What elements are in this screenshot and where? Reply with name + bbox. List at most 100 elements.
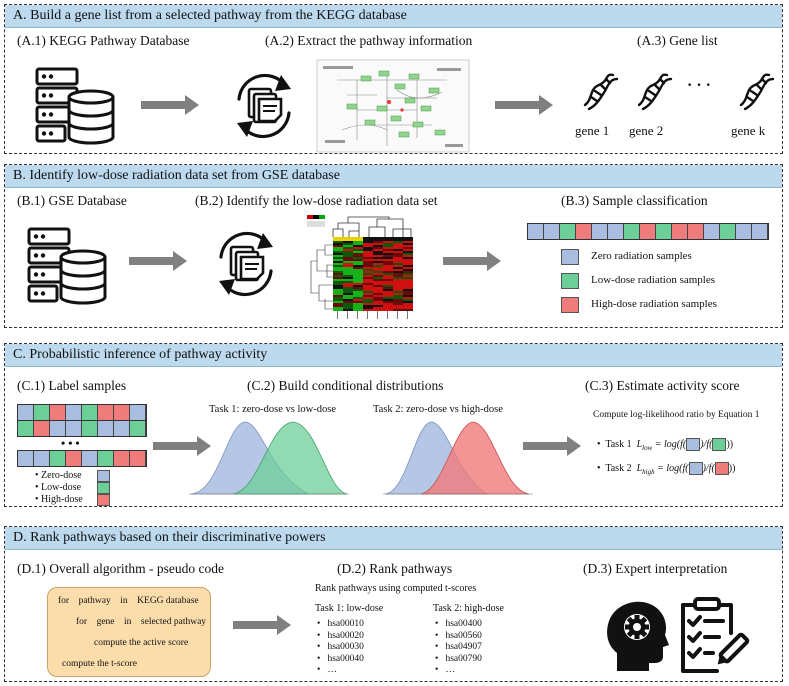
heatmap-cell bbox=[333, 281, 343, 283]
heatmap-cell bbox=[333, 249, 343, 251]
c-legend-high-label: • High-dose bbox=[35, 494, 83, 505]
heatmap-cell bbox=[383, 255, 393, 257]
heatmap-cell bbox=[383, 259, 393, 261]
heatmap-cell bbox=[353, 253, 363, 255]
heatmap-cell bbox=[383, 301, 393, 303]
heatmap-cell bbox=[393, 261, 403, 263]
heatmap-cell bbox=[343, 265, 353, 267]
heatmap-cell bbox=[343, 245, 353, 247]
arrow-d1-d2 bbox=[233, 615, 291, 635]
heatmap-cell bbox=[373, 253, 383, 255]
heatmap-cell bbox=[333, 295, 343, 297]
heatmap-cell bbox=[393, 271, 403, 273]
heatmap-cell bbox=[383, 269, 393, 271]
pseudo-code-box: for pathway in KEGG database for gene in… bbox=[47, 587, 211, 677]
heatmap-cell bbox=[373, 249, 383, 251]
heatmap-cells bbox=[333, 241, 413, 311]
heatmap-cell bbox=[393, 265, 403, 267]
heatmap-cell bbox=[383, 253, 393, 255]
heatmap-cell bbox=[403, 253, 413, 255]
heatmap-cell bbox=[333, 241, 343, 243]
heatmap-cell bbox=[333, 297, 343, 299]
sample-cell bbox=[114, 451, 130, 466]
heatmap-cell bbox=[353, 279, 363, 281]
heatmap-cell bbox=[403, 293, 413, 295]
task1-eq-label: Task 1 bbox=[605, 438, 632, 450]
heatmap-cell bbox=[333, 277, 343, 279]
heatmap-cell bbox=[363, 299, 373, 301]
heatmap-cell bbox=[383, 241, 393, 243]
gene-label-2: gene 2 bbox=[629, 123, 664, 138]
heatmap-cell bbox=[343, 255, 353, 257]
sample-cell bbox=[736, 224, 752, 239]
heatmap-cell bbox=[393, 275, 403, 277]
heatmap-cell bbox=[393, 307, 403, 309]
heatmap-cell bbox=[363, 295, 373, 297]
heatmap-cell bbox=[373, 271, 383, 273]
heatmap-cell bbox=[393, 249, 403, 251]
rank-list-item: • hsa00790 bbox=[435, 653, 482, 664]
heatmap-cell bbox=[393, 251, 403, 253]
heatmap-cell bbox=[383, 265, 393, 267]
heatmap-cell bbox=[343, 251, 353, 253]
heatmap-cell bbox=[353, 281, 363, 283]
heatmap-cell bbox=[333, 287, 343, 289]
arrow-c2-c3 bbox=[523, 436, 581, 456]
heatmap-cell bbox=[363, 279, 373, 281]
sample-cell bbox=[640, 224, 656, 239]
heatmap-cell bbox=[363, 277, 373, 279]
sample-cell bbox=[592, 224, 608, 239]
heatmap-cell bbox=[353, 301, 363, 303]
heatmap-cell bbox=[343, 249, 353, 251]
checklist-clipboard-icon bbox=[681, 597, 750, 673]
heatmap-cell bbox=[403, 289, 413, 291]
heatmap-cell bbox=[353, 307, 363, 309]
heatmap-cell bbox=[343, 253, 353, 255]
sample-cell bbox=[34, 421, 50, 436]
heatmap-cell bbox=[343, 281, 353, 283]
heatmap-cell bbox=[373, 279, 383, 281]
sample-cell bbox=[18, 421, 34, 436]
code-keyword-in: in bbox=[120, 596, 128, 606]
heatmap-cell bbox=[383, 257, 393, 259]
heatmap-cell bbox=[353, 259, 363, 261]
task2-distribution-title: Task 2: zero-dose vs high-dose bbox=[373, 404, 503, 415]
heatmap-cell bbox=[373, 275, 383, 277]
heatmap-cell bbox=[393, 303, 403, 305]
rank-list-item: • hsa00040 bbox=[317, 653, 364, 664]
sample-cell bbox=[50, 405, 66, 420]
c-legend-zero-label: • Zero-dose bbox=[35, 470, 82, 481]
heatmap-cell bbox=[393, 267, 403, 269]
c1-label: (C.1) Label samples bbox=[17, 378, 127, 393]
heatmap-cell bbox=[353, 269, 363, 271]
sample-cell bbox=[66, 451, 82, 466]
sample-cell bbox=[82, 421, 98, 436]
log-likelihood-note: Compute log-likelihood ratio by Equation… bbox=[593, 410, 760, 420]
heatmap-cell bbox=[403, 307, 413, 309]
heatmap-cell bbox=[333, 261, 343, 263]
heatmap-cell bbox=[353, 293, 363, 295]
arrow-b1-b2 bbox=[129, 251, 187, 271]
task1-low-curve bbox=[232, 421, 348, 495]
heatmap-cell bbox=[333, 247, 343, 249]
task2-high-swatch bbox=[714, 462, 729, 475]
sample-cell bbox=[50, 421, 66, 436]
sample-cell bbox=[688, 224, 704, 239]
heatmap-cell bbox=[343, 257, 353, 259]
rank-list-item: • hsa00020 bbox=[317, 630, 364, 641]
task2-eq-label: Task 2 bbox=[605, 462, 632, 474]
heatmap-cell bbox=[343, 309, 353, 311]
c-legend-zero-text: Zero-dose bbox=[41, 470, 82, 481]
heatmap-cell bbox=[333, 251, 343, 253]
heatmap-cell bbox=[343, 277, 353, 279]
code-keyword-for: for bbox=[76, 617, 88, 627]
heatmap-cell bbox=[333, 303, 343, 305]
heatmap-cell bbox=[353, 283, 363, 285]
heatmap-cell bbox=[403, 305, 413, 307]
database-icon bbox=[27, 227, 107, 305]
legend-zero-swatch bbox=[561, 249, 579, 265]
heatmap-cell bbox=[333, 289, 343, 291]
database-icon bbox=[35, 67, 115, 145]
heatmap-cell bbox=[403, 287, 413, 289]
heatmap-cell bbox=[343, 285, 353, 287]
